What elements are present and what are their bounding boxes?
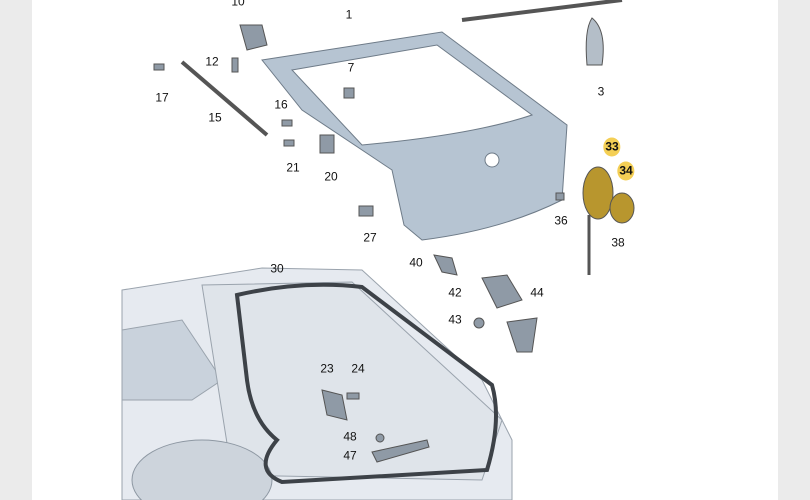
part-label-7: 7 (347, 60, 355, 75)
part-label-1: 1 (345, 7, 353, 22)
part-label-47: 47 (343, 448, 357, 463)
part-label-21: 21 (286, 160, 300, 175)
car-body (121, 267, 513, 500)
part-label-16: 16 (274, 97, 288, 112)
part-label-15: 15 (208, 110, 222, 125)
parts-diagram: 10 1 3 12 7 17 16 15 21 20 33 34 36 27 3… (32, 0, 778, 500)
part-label-30: 30 (270, 261, 284, 276)
part-label-40: 40 (409, 255, 423, 270)
seal (234, 282, 498, 485)
part-label-36: 36 (554, 213, 568, 228)
small-parts (153, 17, 635, 463)
diagram-drawing (121, 0, 635, 500)
tailgate (261, 0, 623, 241)
part-label-24: 24 (351, 361, 365, 376)
part-label-3: 3 (597, 84, 605, 99)
part-label-12: 12 (205, 54, 219, 69)
part-label-43: 43 (448, 312, 462, 327)
part-label-27: 27 (363, 230, 377, 245)
part-label-38: 38 (611, 235, 625, 250)
part-label-42: 42 (448, 285, 462, 300)
part-label-44: 44 (530, 285, 544, 300)
part-label-48: 48 (343, 429, 357, 444)
part-label-20: 20 (324, 169, 338, 184)
part-label-34: 34 (617, 161, 635, 181)
part-label-10: 10 (231, 0, 245, 9)
part-label-17: 17 (155, 90, 169, 105)
part-label-33: 33 (603, 137, 621, 157)
part-label-23: 23 (320, 361, 334, 376)
